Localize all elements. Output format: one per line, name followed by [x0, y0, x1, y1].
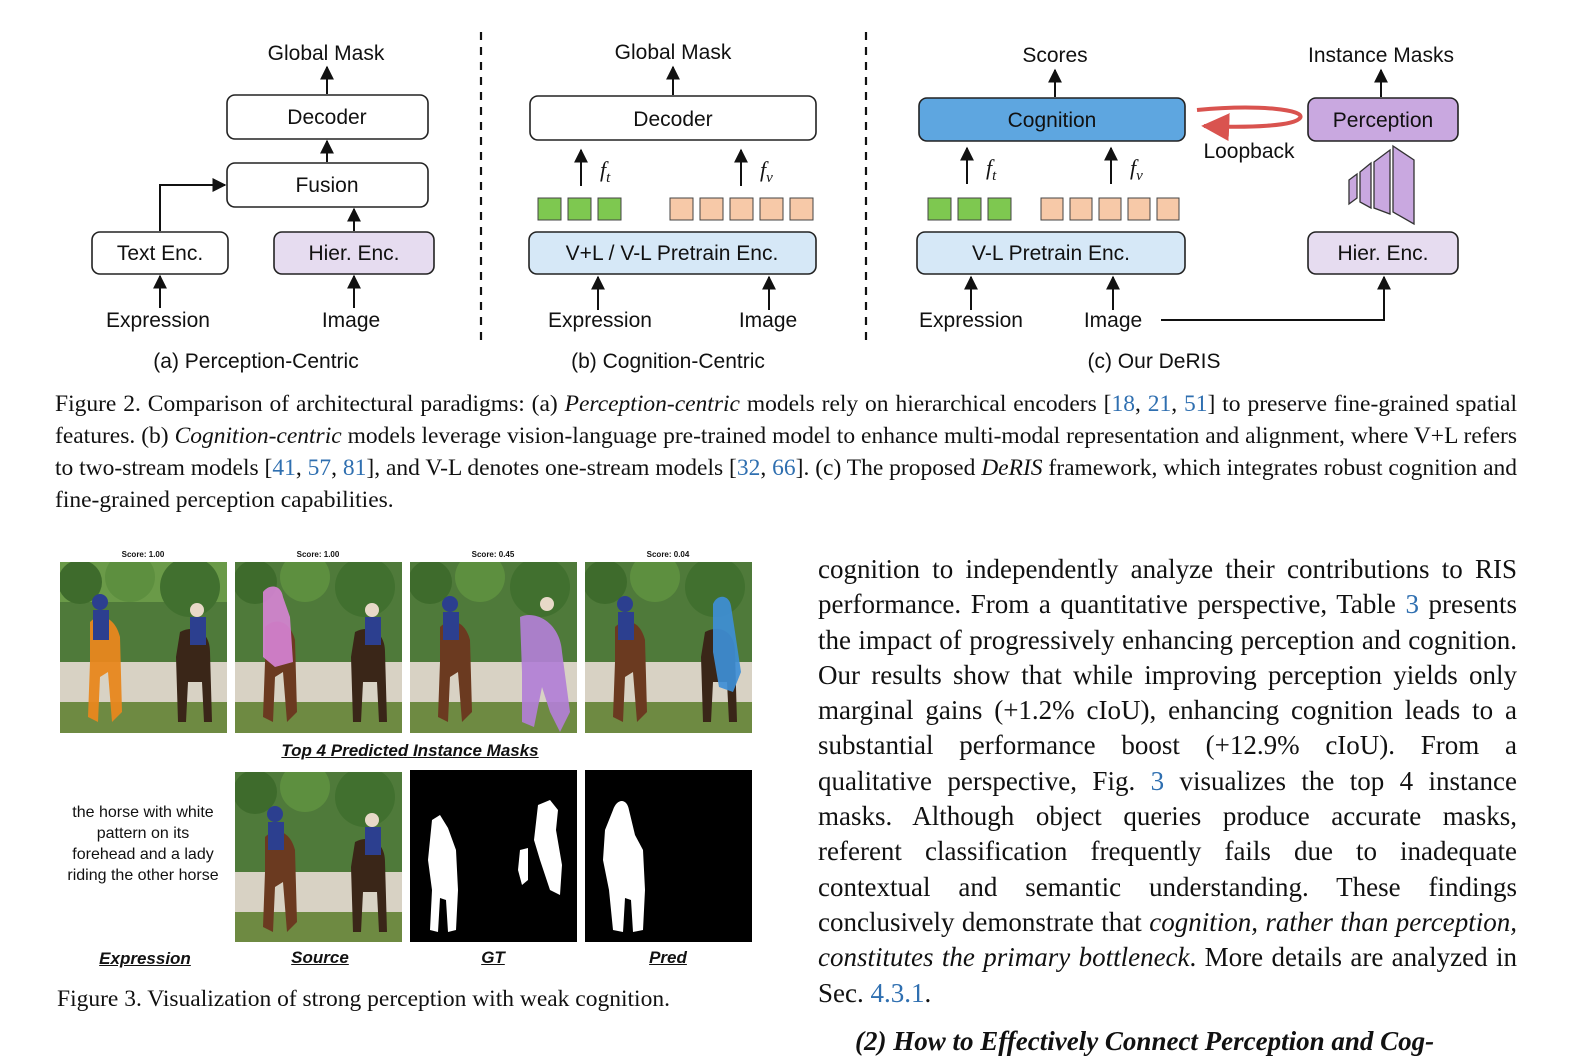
panel-c-cognition-label: Cognition [1008, 109, 1097, 132]
panel-c-instance-masks-label: Instance Masks [1308, 44, 1454, 67]
panel-b-image-tokens [669, 197, 814, 221]
panel-a-decoder-box [226, 94, 429, 140]
panel-b-fv-label: fv [760, 157, 773, 186]
panel-b-ft-label: ft [600, 157, 611, 186]
instance-mask-photo-4 [585, 562, 752, 733]
panel-c-cognition-box [918, 97, 1186, 142]
citation-link[interactable]: 81 [342, 455, 367, 481]
panel-c-perception-box [1307, 97, 1459, 142]
score-label: Score: 1.00 [121, 550, 165, 559]
panel-c-our-deris: Scores Instance Masks Cognition Percepti… [916, 44, 1459, 373]
image-token [1040, 197, 1064, 221]
panel-b-cognition-centric: Global Mask Decoder ft fv [528, 41, 817, 373]
citation-link[interactable]: 18 [1111, 391, 1135, 417]
image-token [759, 197, 784, 221]
top-4-masks-label: Top 4 Predicted Instance Masks [281, 741, 539, 760]
panel-c-image-label: Image [1084, 309, 1142, 332]
expression-label: Expression [99, 949, 191, 968]
citation-link[interactable]: 32 [736, 455, 761, 481]
image-to-hier-enc-connector [1161, 275, 1391, 321]
panel-a-hier-enc-label: Hier. Enc. [308, 242, 399, 265]
panel-a-text-enc-box [91, 231, 229, 275]
panel-c-caption: (c) Our DeRIS [1087, 350, 1220, 373]
panel-b-text-tokens [537, 197, 622, 221]
text-token [957, 197, 982, 221]
citation-link[interactable]: 57 [307, 455, 332, 481]
panel-c-hier-enc-label: Hier. Enc. [1337, 242, 1428, 265]
panel-c-perception-label: Perception [1333, 109, 1433, 132]
image-token [1098, 197, 1122, 221]
score-label: Score: 1.00 [296, 550, 340, 559]
panel-c-fv-label: fv [1130, 155, 1143, 184]
figure-3-caption: Figure 3. Visualization of strong percep… [57, 986, 670, 1012]
citation-link[interactable]: 21 [1147, 391, 1172, 417]
panel-c-encoder-label: V-L Pretrain Enc. [972, 242, 1130, 265]
citation-link[interactable]: 51 [1184, 391, 1208, 417]
panel-b-expression-label: Expression [548, 309, 652, 332]
text-token [927, 197, 952, 221]
panel-c-image-tokens [1040, 197, 1180, 221]
instance-mask-photo-1 [60, 562, 227, 733]
body-paragraph: cognition to independently analyze their… [818, 554, 1518, 1008]
gt-label: GT [481, 948, 505, 967]
panel-a-global-mask-label: Global Mask [268, 42, 385, 65]
hierarchical-feature-pyramid [1348, 144, 1415, 226]
figure-reference-link[interactable]: 3 [1150, 765, 1165, 796]
loopback-arrow [1196, 105, 1303, 142]
panel-a-fusion-label: Fusion [295, 174, 358, 197]
section-reference-link[interactable]: 4.3.1 [870, 977, 925, 1008]
text-token [597, 197, 622, 221]
panel-a-decoder-label: Decoder [287, 106, 366, 129]
panel-c-loopback-label: Loopback [1203, 140, 1295, 163]
panel-c-hier-enc-box [1307, 231, 1459, 275]
source-label: Source [291, 948, 349, 967]
pred-mask [585, 770, 752, 942]
panel-c-encoder-box [916, 231, 1186, 275]
panel-c-expression-label: Expression [919, 309, 1023, 332]
table-reference-link[interactable]: 3 [1405, 589, 1419, 620]
panel-a-perception-centric: Global Mask Decoder Fusion Text Enc. Hie… [91, 42, 435, 373]
image-token [789, 197, 814, 221]
panel-a-text-enc-label: Text Enc. [117, 242, 203, 265]
panel-b-caption: (b) Cognition-Centric [571, 350, 765, 373]
instance-mask-photo-2 [235, 562, 402, 733]
panel-c-scores-label: Scores [1022, 44, 1087, 67]
pred-label: Pred [649, 948, 687, 967]
panel-b-image-label: Image [739, 309, 797, 332]
panel-b-global-mask-label: Global Mask [615, 41, 732, 64]
panel-a-image-label: Image [322, 309, 380, 332]
text-token [567, 197, 592, 221]
panel-b-decoder-label: Decoder [633, 108, 712, 131]
image-token [1156, 197, 1180, 221]
panel-b-encoder-label: V+L / V-L Pretrain Enc. [566, 242, 779, 265]
panel-b-decoder-box [529, 95, 817, 141]
figure-3: Score: 1.00 Score: 1.00 Score: 0.45 Scor… [55, 548, 760, 1028]
instance-mask-photo-3 [410, 562, 577, 733]
panel-a-caption: (a) Perception-Centric [153, 350, 358, 373]
image-token [1127, 197, 1151, 221]
citation-link[interactable]: 41 [272, 455, 296, 481]
source-photo [235, 772, 402, 942]
panel-b-encoder-box [528, 231, 817, 275]
panel-a-fusion-box [226, 162, 429, 208]
panel-c-text-tokens [927, 197, 1012, 221]
figure-2-caption: Figure 2. Comparison of architectural pa… [55, 391, 1518, 513]
panel-a-hier-enc-box [273, 231, 435, 275]
panel-a-expression-label: Expression [106, 309, 210, 332]
text-token [537, 197, 562, 221]
image-token [729, 197, 754, 221]
citation-link[interactable]: 66 [772, 455, 796, 481]
score-label: Score: 0.04 [646, 550, 690, 559]
image-token [1069, 197, 1093, 221]
text-token [987, 197, 1012, 221]
image-token [699, 197, 724, 221]
expression-text: the horse with white pattern on its fore… [67, 804, 219, 884]
subsection-heading: (2) How to Effectively Connect Perceptio… [855, 1026, 1435, 1056]
panel-c-ft-label: ft [986, 155, 997, 184]
score-label: Score: 0.45 [471, 550, 515, 559]
figure-2-diagram: Global Mask Decoder Fusion Text Enc. Hie… [91, 32, 1459, 373]
gt-mask [410, 770, 577, 942]
image-token [669, 197, 694, 221]
